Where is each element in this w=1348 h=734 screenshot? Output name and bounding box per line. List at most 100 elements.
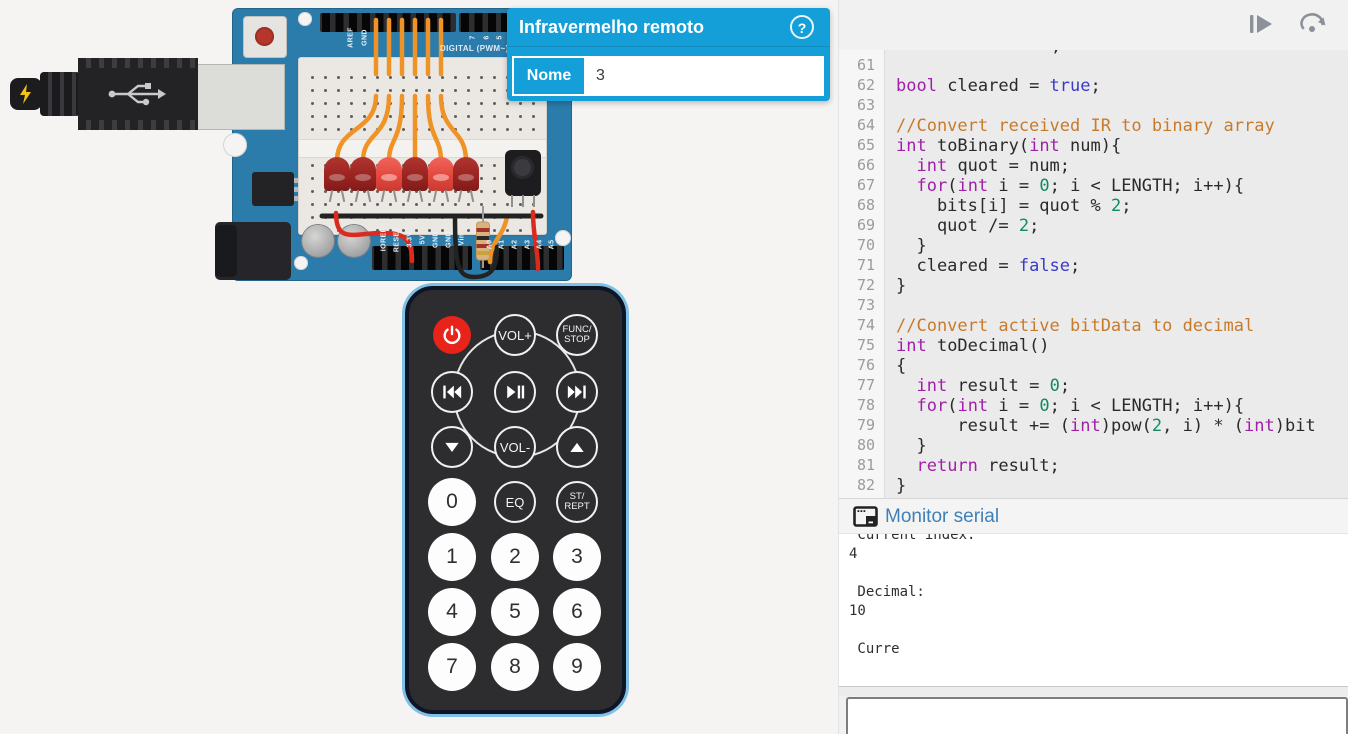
serial-monitor-toggle[interactable]: Monitor serial [839, 498, 1348, 534]
remote-button-label: FUNC/ STOP [562, 323, 592, 345]
line-number: 72 [856, 276, 875, 294]
triangle-down-icon [442, 437, 462, 457]
line-number: 78 [856, 396, 875, 414]
remote-button-up[interactable] [556, 426, 598, 468]
usb-cable[interactable] [10, 58, 198, 130]
remote-button-st-rept[interactable]: ST/ REPT [556, 481, 598, 523]
power-pin-label: IOREF [380, 227, 388, 252]
serial-monitor-icon [853, 506, 878, 527]
code-line [885, 296, 1348, 316]
led-1-off[interactable] [324, 157, 350, 203]
panel-toolbar [839, 0, 1348, 51]
step-resume-icon[interactable] [1247, 13, 1275, 35]
remote-button-previous[interactable] [431, 371, 473, 413]
help-icon[interactable]: ? [790, 15, 814, 39]
code-line: { [896, 356, 907, 376]
remote-button-func-stop[interactable]: FUNC/ STOP [556, 314, 598, 356]
top-pin-label: AREF [347, 27, 355, 48]
remote-button-digit-4[interactable]: 4 [428, 588, 476, 636]
remote-button-play-pause[interactable] [494, 371, 536, 413]
popup-body: Nome [507, 46, 830, 101]
remote-button-label: 4 [446, 600, 458, 623]
serial-output: Current index: 4 Decimal: 10 Curre [839, 534, 1348, 686]
code-line: int result = 0; [916, 376, 1071, 396]
power-jack [215, 222, 291, 280]
line-number: 65 [856, 136, 875, 154]
line-number: 73 [856, 296, 875, 314]
remote-button-label: ST/ REPT [564, 490, 590, 512]
previous-track-icon [441, 381, 463, 403]
analog-pin-label: A1 [498, 239, 506, 250]
remote-button-digit-2[interactable]: 2 [491, 533, 539, 581]
led-2-off[interactable] [350, 157, 376, 203]
edge-notch [223, 133, 247, 157]
led-5-on[interactable] [428, 157, 454, 203]
serial-input[interactable] [846, 697, 1348, 734]
remote-button-digit-3[interactable]: 3 [553, 533, 601, 581]
line-number: 71 [856, 256, 875, 274]
line-number: 69 [856, 216, 875, 234]
remote-button-digit-0[interactable]: 0 [428, 478, 476, 526]
remote-button-vol-minus[interactable]: VOL- [494, 426, 536, 468]
remote-button-next[interactable] [556, 371, 598, 413]
code-line [885, 96, 1348, 116]
popup-header[interactable]: Infravermelho remoto ? [507, 8, 830, 46]
mounting-hole [298, 12, 312, 26]
capacitor [302, 225, 334, 257]
play-pause-icon [504, 381, 526, 403]
remote-button-label: 6 [571, 600, 583, 623]
line-number: 82 [856, 476, 875, 494]
remote-button-digit-7[interactable]: 7 [428, 643, 476, 691]
remote-button-digit-8[interactable]: 8 [491, 643, 539, 691]
digital-header-left[interactable] [320, 13, 456, 32]
power-pin-label: GND [445, 231, 453, 248]
code-line: } [896, 436, 927, 456]
code-line: //Convert active bitData to decimal [896, 316, 1255, 336]
code-line [885, 56, 1348, 76]
remote-button-down[interactable] [431, 426, 473, 468]
analog-pin-label: A5 [548, 239, 556, 250]
line-number: 75 [856, 336, 875, 354]
led-3-on[interactable] [376, 157, 402, 203]
power-pin-label: 5V [419, 234, 427, 245]
remote-button-label: EQ [505, 494, 525, 510]
remote-button-digit-9[interactable]: 9 [553, 643, 601, 691]
digital-caption: DIGITAL (PWM~) [440, 44, 509, 53]
remote-button-eq[interactable]: EQ [494, 481, 536, 523]
code-line: bits[i] = quot % 2; [896, 196, 1132, 216]
remote-button-digit-5[interactable]: 5 [491, 588, 539, 636]
ir-receiver[interactable] [505, 150, 541, 207]
remote-button-label: 1 [446, 545, 458, 568]
analog-pin-label: A4 [536, 239, 544, 250]
rotate-icon[interactable] [1299, 13, 1327, 35]
power-icon [441, 324, 463, 346]
remote-button-power[interactable] [433, 316, 471, 354]
serial-monitor-title: Monitor serial [885, 506, 1000, 527]
circuit-canvas[interactable]: AREFGND7654IOREFRESET3.3V5VGNDGNDVinA0A1… [0, 0, 838, 734]
code-line: quot /= 2; [896, 216, 1040, 236]
reset-button[interactable] [243, 16, 287, 58]
line-number: 74 [856, 316, 875, 334]
digital-header-right[interactable] [459, 13, 519, 32]
remote-button-digit-6[interactable]: 6 [553, 588, 601, 636]
capacitor [338, 225, 370, 257]
line-number: 67 [856, 176, 875, 194]
remote-button-label: 0 [446, 490, 458, 513]
code-line: return result; [916, 456, 1060, 476]
line-number: 80 [856, 436, 875, 454]
usb-plug-tip [10, 78, 42, 110]
usb-trident-icon [108, 83, 166, 106]
remote-button-vol-plus[interactable]: VOL+ [494, 314, 536, 356]
line-number: 77 [856, 376, 875, 394]
name-input[interactable] [584, 58, 822, 94]
led-6-off[interactable] [453, 157, 479, 203]
led-4-off[interactable] [402, 157, 428, 203]
component-popup: Infravermelho remoto ? Nome [507, 8, 830, 101]
code-line: } [896, 476, 907, 496]
code-line: int toBinary(int num){ [896, 136, 1122, 156]
remote-button-digit-1[interactable]: 1 [428, 533, 476, 581]
